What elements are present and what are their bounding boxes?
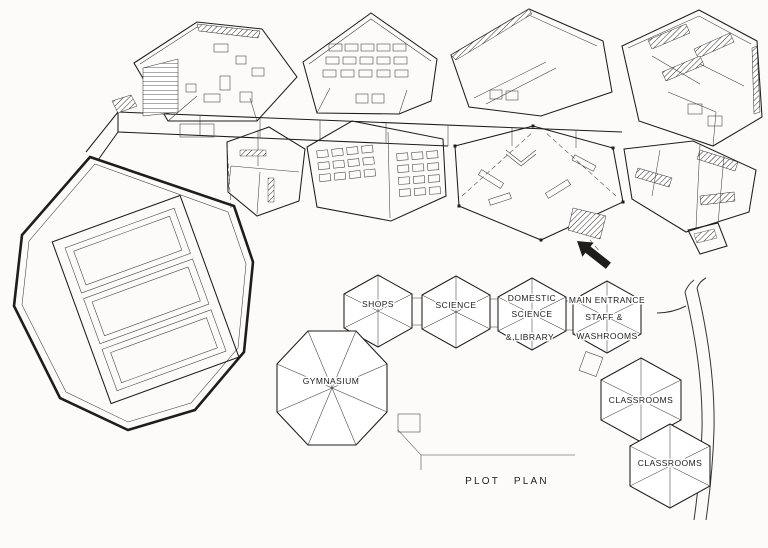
seating-rows: [322, 43, 409, 78]
road-edge-outer: [696, 287, 715, 521]
plot-plan: SHOPS SCIENCE DOMESTIC SCIENCE & LIBRARY…: [276, 274, 715, 521]
plot-label-science: SCIENCE: [436, 300, 477, 310]
plot-module-gymnasium: GYMNASIUM: [276, 330, 388, 446]
plot-module-main-entrance: MAIN ENTRANCE STAFF & WASHROOMS: [567, 280, 646, 354]
pavilion-mid-2: [306, 120, 447, 222]
gymnasium-hall: [12, 145, 255, 432]
plot-label-domestic-3: & LIBRARY: [506, 332, 554, 342]
plot-label-main-entrance-1: MAIN ENTRANCE: [569, 295, 645, 305]
corridor-spine: [85, 94, 623, 161]
detailed-plan: [12, 8, 763, 432]
pavilion-mid-1: [226, 126, 306, 217]
plot-label-classrooms-lower: CLASSROOMS: [638, 458, 703, 468]
pavilion-top-2: [302, 12, 438, 115]
plot-module-shops: SHOPS: [343, 274, 413, 348]
plot-label-gymnasium: GYMNASIUM: [303, 376, 359, 386]
pavilion-top-4: [621, 9, 763, 147]
plot-label-shops: SHOPS: [362, 299, 394, 309]
plot-label-main-entrance-3: WASHROOMS: [576, 331, 637, 341]
plot-module-domestic-science-library: DOMESTIC SCIENCE & LIBRARY: [497, 277, 567, 351]
pavilion-top-3: [450, 8, 613, 117]
plot-module-science: SCIENCE: [421, 275, 491, 349]
plot-module-classrooms-lower: CLASSROOMS: [629, 423, 711, 509]
pavilion-top-1: [133, 21, 298, 138]
plot-label-domestic-2: SCIENCE: [512, 309, 553, 319]
module-connectors: [412, 297, 573, 331]
site-lines: [397, 413, 575, 470]
desk-cluster-b: [396, 150, 441, 197]
plot-label-main-entrance-2: STAFF &: [585, 312, 622, 322]
wall-hatch: [634, 149, 739, 206]
gym-courts: [51, 194, 240, 405]
desk-cluster-a: [316, 144, 376, 183]
plot-label-domestic-1: DOMESTIC: [508, 293, 556, 303]
plot-label-classrooms-upper: CLASSROOMS: [609, 395, 674, 405]
plot-module-classrooms-upper: CLASSROOMS: [578, 351, 682, 443]
pavilion-right-lower: [623, 140, 757, 255]
stair-hatch: [647, 23, 761, 115]
furniture: [185, 43, 265, 103]
road-branch: [656, 305, 687, 314]
plot-plan-caption: PLOT PLAN: [465, 476, 549, 487]
entrance-arrow-icon: [577, 241, 611, 269]
columns: [453, 124, 625, 242]
main-hall: [453, 124, 625, 253]
